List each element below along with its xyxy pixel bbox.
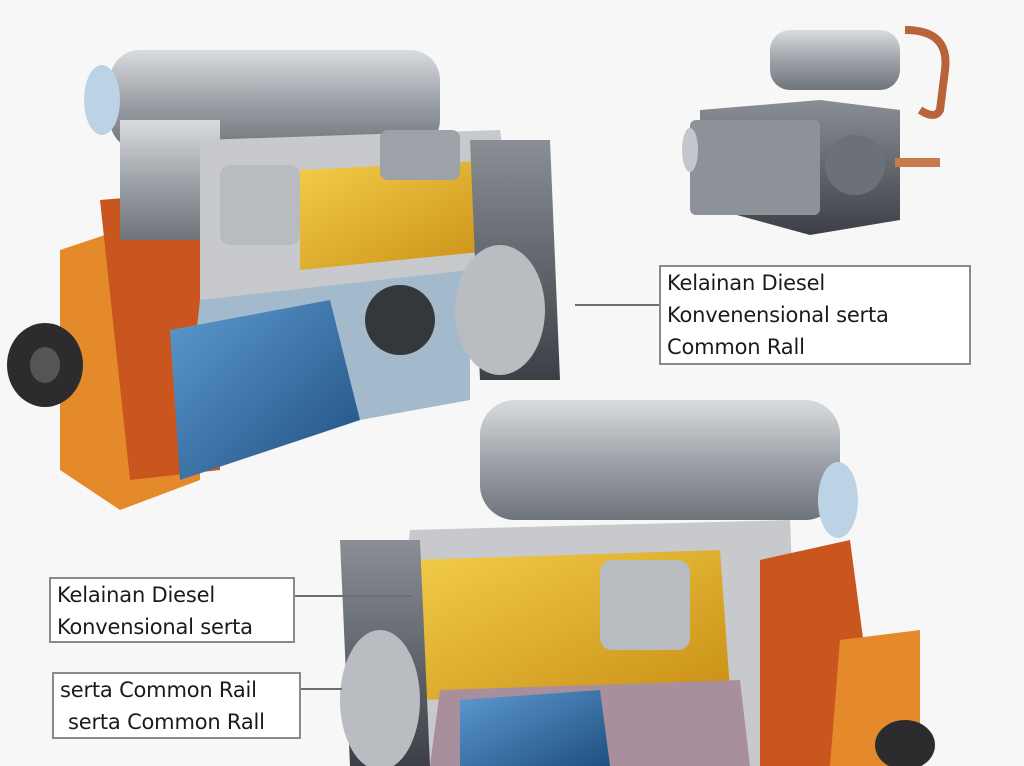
label-line: Konvensional serta	[57, 615, 253, 639]
label-top-right: Kelainan Diesel Konvenensional serta Com…	[659, 265, 971, 365]
engine-small	[682, 26, 950, 235]
label-line: Common Rall	[667, 335, 805, 359]
engine-cutaway-lower	[340, 400, 935, 766]
label-bottom-left-2: serta Common Rail serta Common Rall	[52, 672, 301, 739]
label-line: serta Common Rail	[60, 678, 257, 702]
leader-line-top-right	[575, 304, 661, 306]
label-line: Kelainan Diesel	[57, 583, 215, 607]
label-line: Kelainan Diesel	[667, 271, 825, 295]
leader-line-bottom-left-1	[294, 595, 412, 597]
label-bottom-left-1: Kelainan Diesel Konvensional serta	[49, 577, 295, 643]
label-line: Konvenensional serta	[667, 303, 889, 327]
label-line: serta Common Rall	[68, 710, 265, 734]
leader-line-bottom-left-2	[300, 688, 342, 690]
engine-cutaway-large	[7, 50, 560, 510]
